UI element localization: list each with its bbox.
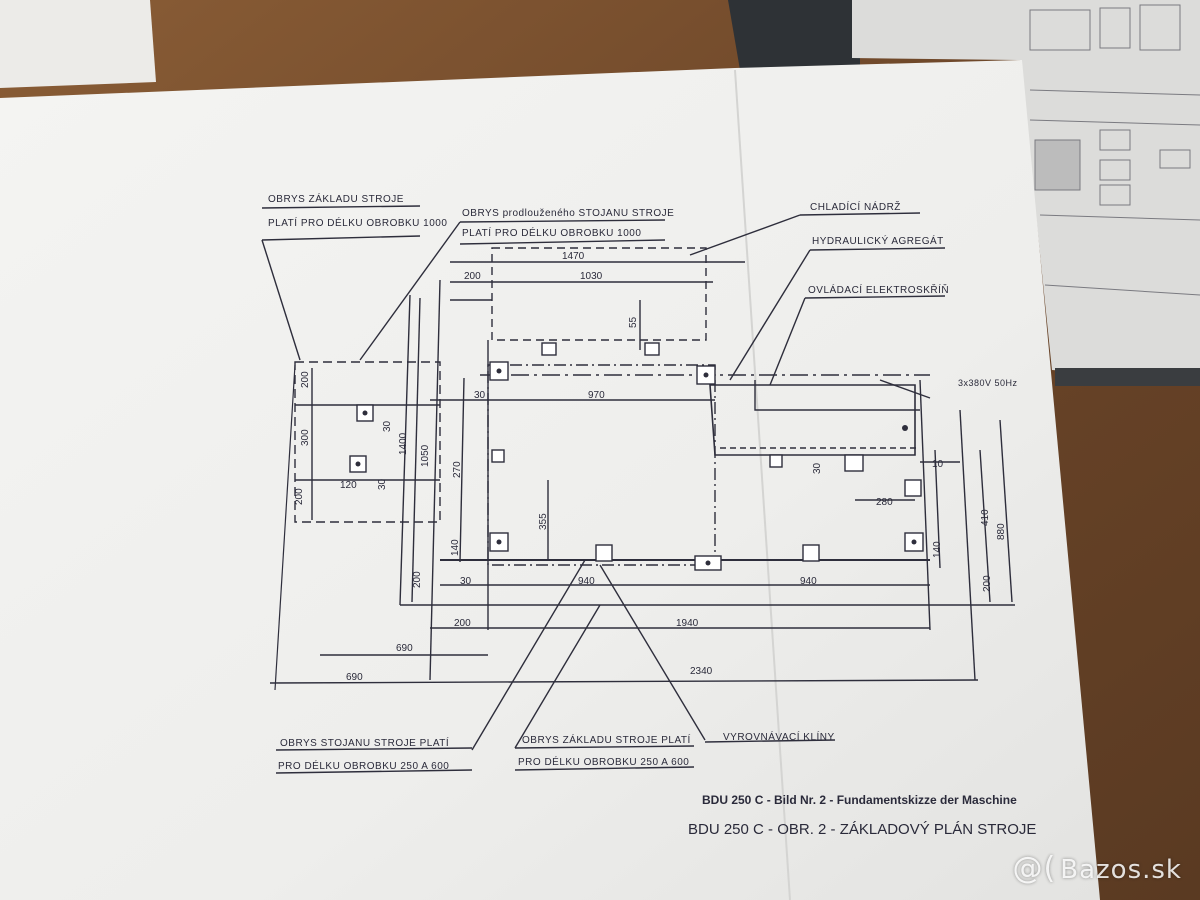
label-base-outline-top-2: PLATÍ PRO DÉLKU OBROBKU 1000 xyxy=(268,216,447,229)
at-icon: @( xyxy=(1012,851,1057,886)
background-sheet-left xyxy=(0,0,156,88)
dim-200-top: 200 xyxy=(464,271,481,282)
label-wedges: VYROVNÁVACÍ KLÍNY xyxy=(723,730,835,743)
dim-140-right: 140 xyxy=(932,541,943,558)
label-base-outline-bot-2: PRO DÉLKU OBROBKU 250 A 600 xyxy=(518,755,689,768)
dim-30-e: 30 xyxy=(812,462,823,474)
dim-30-a: 30 xyxy=(474,390,486,401)
dark-binder-edge xyxy=(1055,368,1200,386)
dim-280: 280 xyxy=(876,497,893,508)
dim-970: 970 xyxy=(588,390,605,401)
dim-1400: 1400 xyxy=(398,432,409,455)
dim-690-b: 690 xyxy=(346,672,363,683)
dim-300: 300 xyxy=(300,429,311,446)
caption-czech: BDU 250 C - OBR. 2 - ZÁKLADOVÝ PLÁN STRO… xyxy=(688,821,1036,838)
dim-30-c: 30 xyxy=(377,478,388,490)
background-document-right xyxy=(852,0,1200,380)
dim-940-a: 940 xyxy=(578,576,595,587)
dim-880: 880 xyxy=(996,523,1007,540)
dimension-values: 1470 1030 200 55 30 970 200 300 200 30 3… xyxy=(294,251,1007,683)
anchor-centers xyxy=(355,368,917,566)
label-ext-stand-2: PLATÍ PRO DÉLKU OBROBKU 1000 xyxy=(462,226,641,239)
dim-30-d: 30 xyxy=(460,576,472,587)
label-base-outline-top-1: OBRYS ZÁKLADU STROJE xyxy=(268,192,404,205)
label-power: 3x380V 50Hz xyxy=(958,378,1018,388)
label-el-cabinet: OVLÁDACÍ ELEKTROSKŘÍŇ xyxy=(808,283,949,296)
paper-sheet xyxy=(0,60,1100,900)
dim-10: 10 xyxy=(932,459,944,470)
technical-drawing xyxy=(261,205,1015,774)
dim-355: 355 xyxy=(538,513,549,530)
background-document-sketch xyxy=(1029,4,1200,296)
dim-1940: 1940 xyxy=(676,618,699,629)
dim-940-b: 940 xyxy=(800,576,817,587)
dim-410: 410 xyxy=(980,509,991,526)
dark-folder xyxy=(728,0,860,70)
dim-2340: 2340 xyxy=(690,666,713,677)
dim-120: 120 xyxy=(340,480,357,491)
watermark-text: Bazos.sk xyxy=(1060,855,1182,885)
dim-55: 55 xyxy=(628,316,639,328)
dim-690-a: 690 xyxy=(396,643,413,654)
label-ext-stand-1: OBRYS prodlouženého STOJANU STROJE xyxy=(462,208,674,219)
label-hydraulic: HYDRAULICKÝ AGREGÁT xyxy=(812,234,944,247)
dim-30-b: 30 xyxy=(382,420,393,432)
drawing-labels: OBRYS ZÁKLADU STROJE PLATÍ PRO DÉLKU OBR… xyxy=(268,192,1018,772)
caption-german: BDU 250 C - Bild Nr. 2 - Fundamentskizze… xyxy=(702,793,1017,807)
label-base-outline-bot-1: OBRYS ZÁKLADU STROJE PLATÍ xyxy=(522,733,691,746)
dim-200-bottom: 200 xyxy=(454,618,471,629)
dim-270: 270 xyxy=(452,461,463,478)
paper-fold xyxy=(734,69,791,900)
dim-200-left-a: 200 xyxy=(300,371,311,388)
label-stand-outline-1: OBRYS STOJANU STROJE PLATÍ xyxy=(280,736,449,749)
dim-200-left-c: 200 xyxy=(412,571,423,588)
label-stand-outline-2: PRO DÉLKU OBROBKU 250 A 600 xyxy=(278,759,449,772)
label-cooling-tank: CHLADÍCÍ NÁDRŽ xyxy=(810,200,901,213)
dim-200-left-b: 200 xyxy=(294,488,305,505)
bazos-watermark: @(Bazos.sk xyxy=(1013,851,1182,886)
dim-140-left: 140 xyxy=(450,539,461,556)
dim-1030: 1030 xyxy=(580,271,603,282)
dim-1050: 1050 xyxy=(420,444,431,467)
dim-1470: 1470 xyxy=(562,251,585,262)
dim-200-right: 200 xyxy=(982,575,993,592)
